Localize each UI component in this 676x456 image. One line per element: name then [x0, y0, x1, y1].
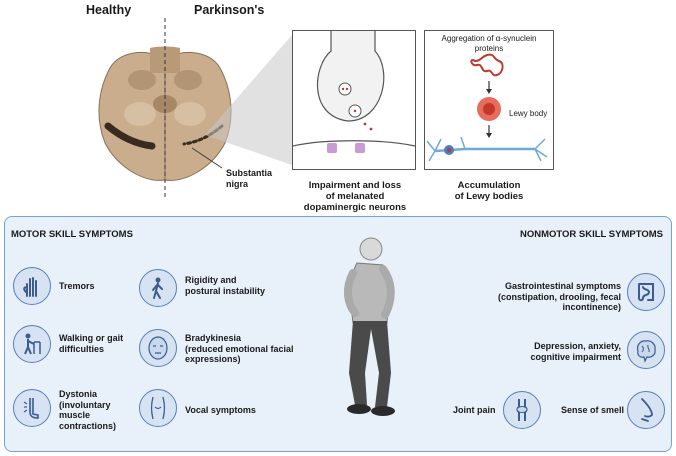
synapse-panel [292, 30, 416, 170]
intestine-icon [627, 273, 665, 311]
neurons-caption: Impairment and loss of melanated dopamin… [303, 180, 407, 213]
motor-item-label-3: Dystonia (involuntary muscle contraction… [59, 389, 117, 431]
aggregation-text: Aggregation of α-synuclein proteins [441, 34, 537, 53]
walker-icon [13, 325, 51, 363]
symptoms-panel: MOTOR SKILL SYMPTOMS NONMOTOR SKILL SYMP… [4, 216, 672, 452]
nonmotor-item-label-4: Sense of smell [561, 405, 625, 415]
motor-item-label-4: Rigidity and postural instability [185, 275, 266, 296]
nonmotor-title: NONMOTOR SKILL SYMPTOMS [519, 229, 663, 240]
leg-cramp-icon [13, 389, 51, 427]
substantia-nigra-label: Substantia nigra [226, 168, 273, 189]
synapse-illustration [292, 31, 416, 153]
hand-tremor-icon [13, 267, 51, 305]
throat-icon [139, 389, 177, 427]
zoom-wedge [205, 35, 292, 165]
elderly-man-illustration [344, 237, 395, 416]
motor-item-label-5: Bradykinesia (reduced emotional facial e… [185, 333, 294, 364]
midbrain-illustration [98, 18, 232, 198]
parkinsons-label: Parkinson's [194, 3, 265, 17]
nonmotor-item-label-2: Depression, anxiety, cognitive impairmen… [530, 341, 621, 362]
knee-joint-icon [503, 391, 541, 429]
nonmotor-item-label-1: Gastrointestinal symptoms (constipation,… [497, 281, 621, 312]
motor-item-label-2: Walking or gait difficulties [59, 333, 124, 354]
lewy-illustration [426, 53, 548, 162]
face-icon [139, 329, 177, 367]
lewy-body-label: Lewy body [509, 109, 548, 118]
lewy-body-panel: Aggregation of α-synuclein proteins Lewy… [424, 30, 554, 170]
motor-item-label-1: Tremors [59, 281, 95, 291]
motor-item-label-6: Vocal symptoms [185, 405, 256, 415]
stooped-person-icon [139, 269, 177, 307]
nose-icon [627, 391, 665, 429]
nonmotor-item-label-3: Joint pain [453, 405, 496, 415]
healthy-label: Healthy [86, 3, 132, 17]
brain-icon [627, 331, 665, 369]
nigra-healthy [104, 122, 156, 150]
lewy-caption: Accumulation of Lewy bodies [454, 180, 524, 202]
motor-title: MOTOR SKILL SYMPTOMS [11, 229, 133, 240]
